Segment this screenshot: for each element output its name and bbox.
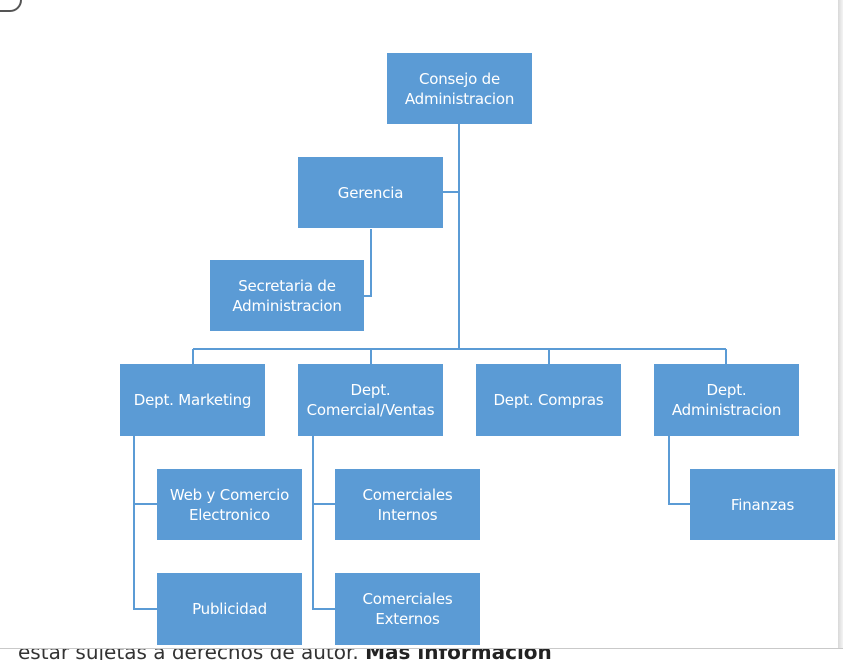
frame-edge (838, 0, 843, 648)
copyright-notice: estar sujetas a derechos de autor. (18, 648, 359, 660)
node-comerciales-internos: Comerciales Internos (335, 469, 480, 540)
node-publicidad: Publicidad (157, 573, 302, 645)
comercial-children-line (312, 436, 335, 610)
caption-strip: estar sujetas a derechos de autor. Más i… (0, 648, 843, 660)
node-dept-comercial: Dept. Comercial/Ventas (298, 364, 443, 436)
secretary-link (364, 229, 372, 297)
node-board: Consejo de Administracion (387, 53, 532, 124)
node-dept-administracion: Dept. Administracion (654, 364, 799, 436)
node-secretary: Secretaria de Administracion (210, 260, 364, 331)
node-web-comercio: Web y Comercio Electronico (157, 469, 302, 540)
node-dept-marketing: Dept. Marketing (120, 364, 265, 436)
node-management: Gerencia (298, 157, 443, 228)
node-dept-compras: Dept. Compras (476, 364, 621, 436)
administracion-children-line (668, 436, 690, 505)
more-info-link[interactable]: Más información (365, 648, 552, 660)
node-comerciales-externos: Comerciales Externos (335, 573, 480, 645)
node-finanzas: Finanzas (690, 469, 835, 540)
marketing-children-line (133, 436, 157, 610)
caption-text: estar sujetas a derechos de autor. Más i… (18, 648, 552, 660)
